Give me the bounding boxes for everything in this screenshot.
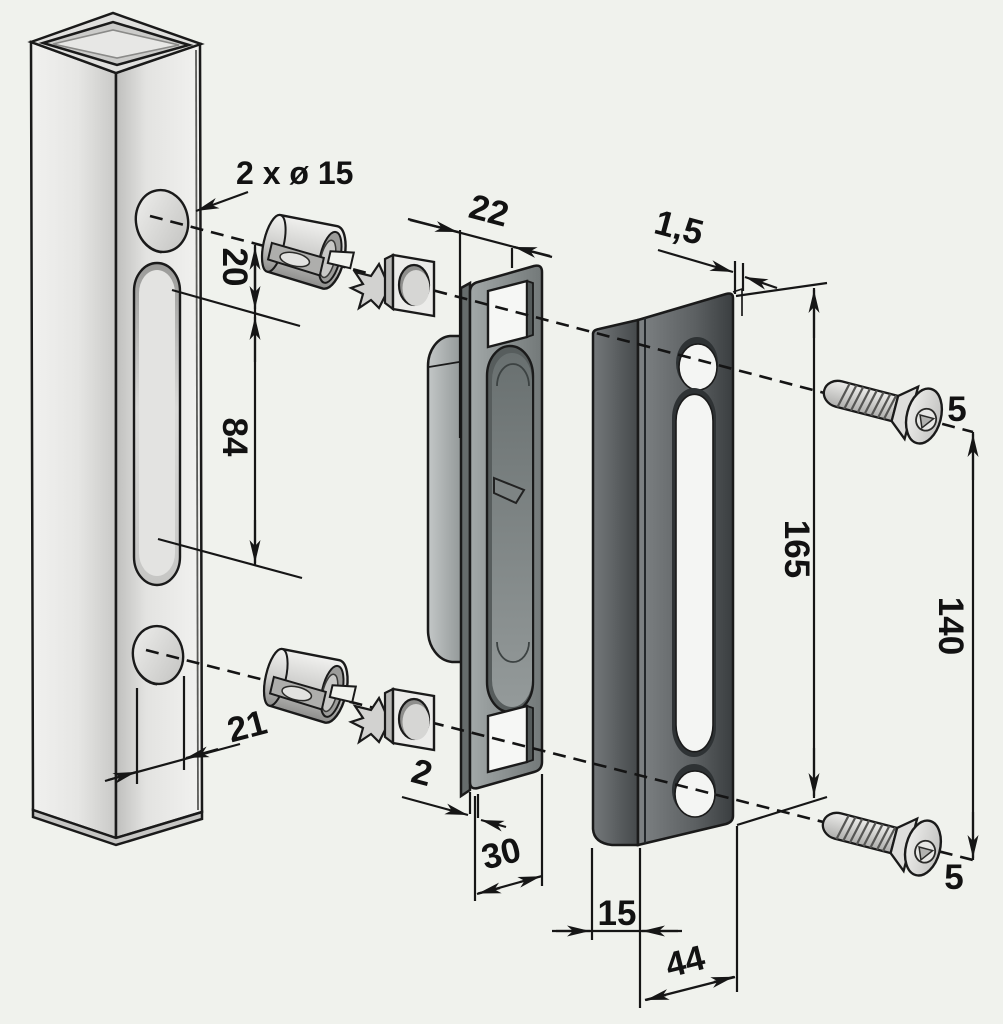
dimension-1-5: 1,5 (650, 203, 778, 294)
post-hole-bottom (131, 624, 185, 686)
post-front-face (29, 40, 118, 840)
dimension-21: 21 (104, 676, 271, 784)
dimension-44: 44 (644, 826, 739, 1002)
dim-44-label: 44 (662, 938, 710, 985)
striker-slot (672, 388, 716, 757)
dimension-22: 22 (407, 187, 553, 438)
dim-20-label: 20 (215, 248, 254, 287)
keeper-latch-slot (485, 344, 535, 714)
centerline-bottom (145, 648, 974, 862)
dim-21-label: 21 (223, 703, 271, 751)
dimension-140: 140 (931, 432, 979, 860)
striker-plate (591, 287, 743, 847)
dim-140-label: 140 (931, 597, 970, 655)
keeper-hole-bottom (486, 704, 534, 774)
keeper-hole-top (486, 279, 534, 349)
dimension-15: 15 (552, 848, 682, 1008)
dim-165-label: 165 (777, 520, 816, 578)
dim-15-label: 15 (598, 894, 637, 933)
dim-84-label: 84 (215, 418, 254, 457)
centerline-top (149, 214, 974, 434)
dimension-165: 165 (735, 281, 828, 827)
clip-fastener-bottom (257, 643, 362, 729)
dimension-hole-callout: 2 x ø 15 (195, 155, 353, 213)
dimension-20-84: 20 84 (157, 245, 303, 580)
keeper-latch-tab (493, 476, 526, 505)
dim-5-top-label: 5 (947, 390, 966, 429)
dim-30-label: 30 (478, 830, 525, 877)
dim-22-label: 22 (465, 187, 513, 235)
dim-1-5-label: 1,5 (650, 203, 707, 253)
striker-hole-bottom (672, 764, 716, 818)
screw-top (816, 361, 949, 449)
dim-5-bottom-label: 5 (944, 858, 963, 897)
nut-insert-top (349, 253, 436, 318)
dimension-30: 30 (473, 774, 544, 901)
nut-insert-bottom (349, 687, 436, 752)
post-edge-highlight (195, 49, 199, 811)
square-post (27, 11, 205, 847)
post-slot (132, 261, 182, 587)
keeper-housing (426, 264, 544, 799)
screw-bottom (815, 793, 948, 881)
post-hole-top (134, 188, 190, 254)
dim-2-label: 2 (407, 751, 436, 794)
keeper-plate-side (459, 280, 472, 799)
clip-fastener-top (255, 209, 360, 295)
post-bottom-edge (31, 808, 204, 847)
post-top-opening-interior (52, 29, 180, 59)
hole-callout-label: 2 x ø 15 (236, 155, 353, 191)
